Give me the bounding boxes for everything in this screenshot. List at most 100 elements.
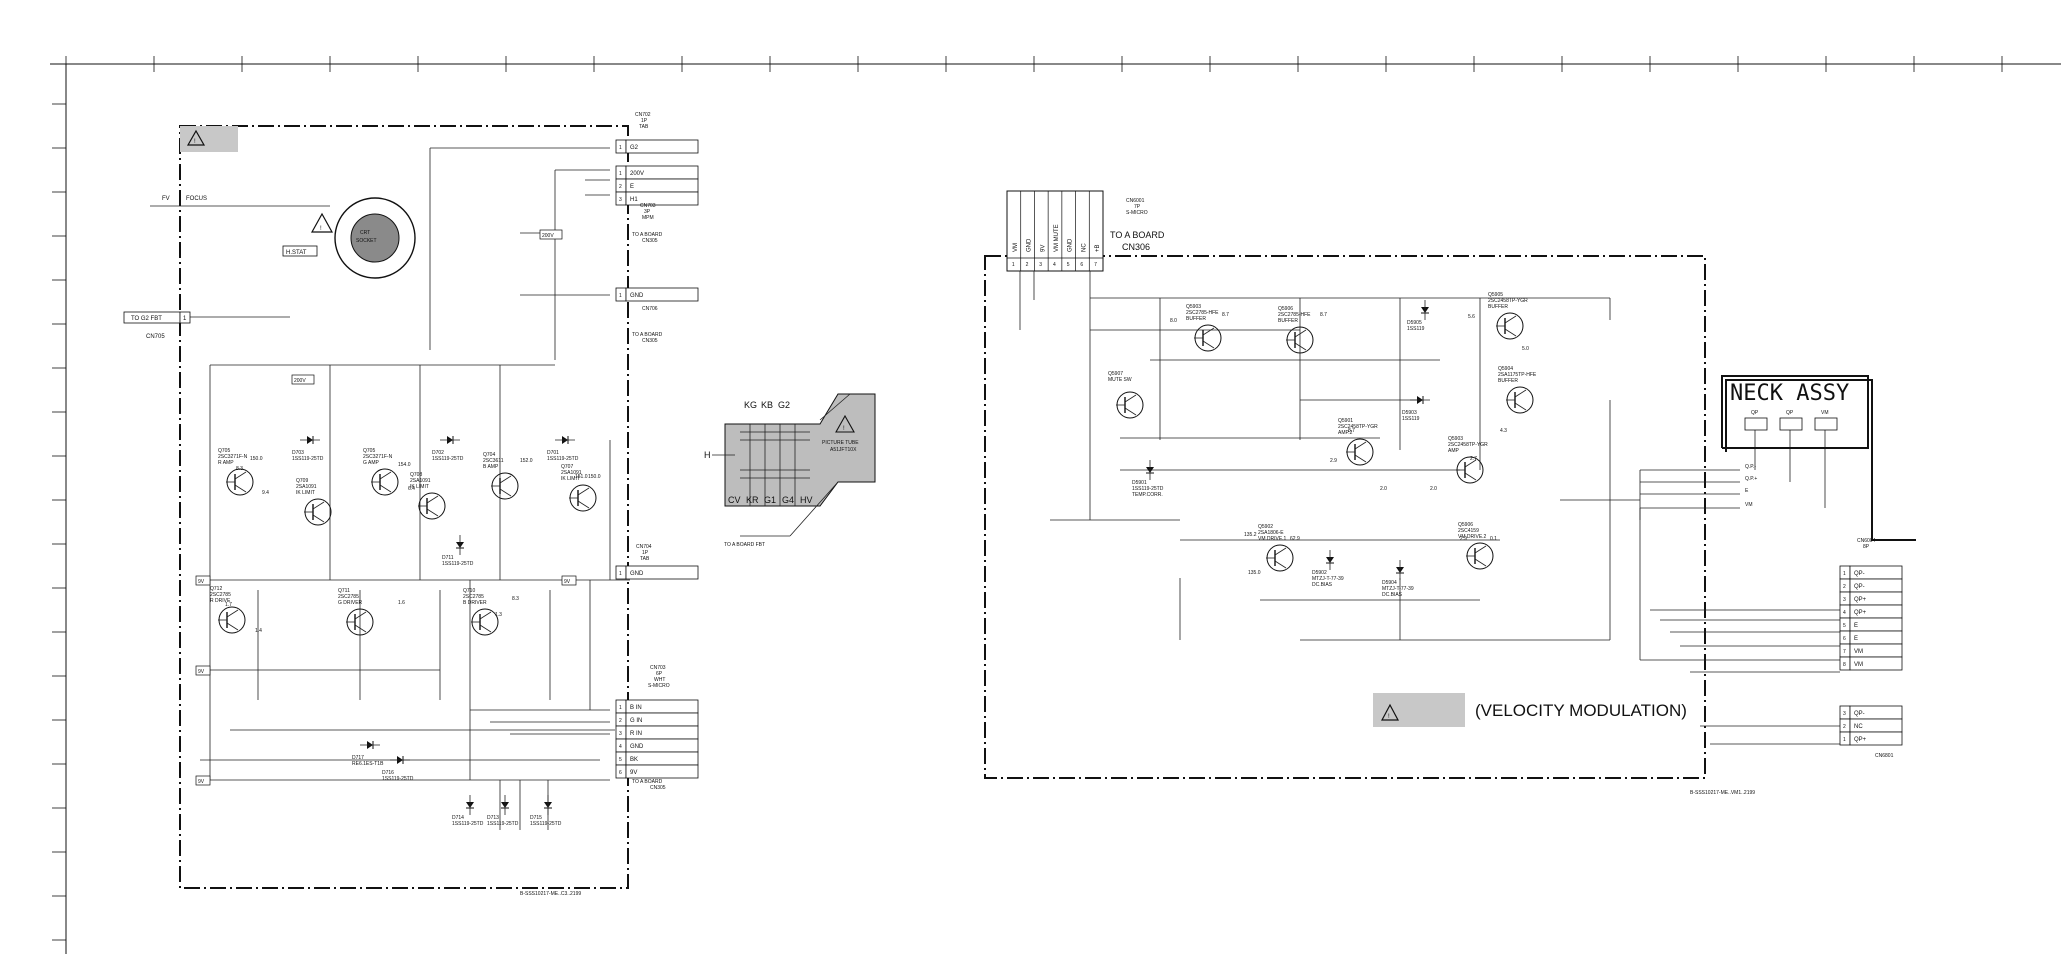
focus-label: FOCUS xyxy=(186,196,207,202)
warning-triangle-icon: ! xyxy=(1381,703,1399,721)
voltage-reading: 2.0 xyxy=(1380,486,1387,492)
cn703b-pin-label: GND xyxy=(630,744,644,750)
cn703b-pin-number: 2 xyxy=(619,718,622,724)
sheet-ruler xyxy=(50,56,2061,954)
transistor-q5905-label: BUFFER xyxy=(1488,304,1508,310)
to-a-board-cn305b-1: TO A BOARD xyxy=(632,779,663,785)
cn703b-pin-number: 3 xyxy=(619,731,622,737)
cn703-pin-number: 1 xyxy=(619,171,622,177)
rail-9v-label-1: 9V xyxy=(198,579,205,585)
cn6801-pin-label: NC xyxy=(1854,724,1863,730)
voltage-reading: 135.0 xyxy=(1248,570,1261,576)
diode-d715-label: 1SS119-25TD xyxy=(530,821,562,827)
to-a-board-line-2: CN306 xyxy=(1122,242,1150,252)
transistor-q704-label: Q704 xyxy=(483,452,495,458)
voltage-reading: 6.4 xyxy=(408,486,415,492)
cn6001-pin-label: VM xyxy=(1013,243,1019,252)
diode-d5902-label: MTZJ-T-77-39 xyxy=(1312,576,1344,582)
cn703-pin-number: 2 xyxy=(619,184,622,190)
transistor-q705-label: Q705 xyxy=(363,448,375,454)
cn703-pin-label-box xyxy=(625,191,699,206)
to-a-board-cn305-1: TO A BOARD xyxy=(632,232,663,238)
voltage-reading: 5.6 xyxy=(1468,314,1475,320)
transistor-q705-label: 2SC3271F-N xyxy=(363,454,393,460)
cn705-label: CN705 xyxy=(146,334,165,340)
transistor-q709-label: Q709 xyxy=(296,478,308,484)
diode-d702-label: D702 xyxy=(432,450,444,456)
transistor-q712-label: R DRIVE xyxy=(210,598,231,604)
cn6801-pin-number: 1 xyxy=(1843,737,1846,743)
cn6001-pin-number: 3 xyxy=(1039,262,1042,268)
transistor-q705-label: G AMP xyxy=(363,460,380,466)
transistor-q707-label: Q707 xyxy=(561,464,573,470)
diode-d5905-label: D5905 xyxy=(1407,320,1422,326)
vm-warning-box xyxy=(1373,693,1465,727)
transistor-q712-label: Q712 xyxy=(210,586,222,592)
transistor-q5906-label: BUFFER xyxy=(1278,318,1298,324)
diode-d717-label: D717 xyxy=(352,755,364,761)
transistor-q5903-label: BUFFER xyxy=(1186,316,1206,322)
cn6004-pin-number: 5 xyxy=(1843,623,1846,629)
cn6004-pin-number: 3 xyxy=(1843,597,1846,603)
cn702-pin-label: G2 xyxy=(630,145,639,151)
cn6001-line-3: S-MICRO xyxy=(1126,210,1148,216)
cn6004-pin-label: VM xyxy=(1854,649,1863,655)
cn702-pin-number: 1 xyxy=(619,145,622,151)
cn6001-pin-label: VM MUTE xyxy=(1054,224,1060,252)
cn703b-pin-label: 9V xyxy=(630,770,637,776)
cn704-pin-number: 1 xyxy=(619,571,622,577)
hstat-label: H.STAT xyxy=(286,250,307,256)
cn6004-line-2: 8P xyxy=(1863,544,1870,550)
diode-d717-label: RE6.1ES-T1B xyxy=(352,761,384,767)
neck-node-vm: VM xyxy=(1745,502,1753,508)
voltage-reading: 150.0 xyxy=(250,456,263,462)
cn705-pin: 1 xyxy=(183,316,187,322)
cn703-pin-number: 3 xyxy=(619,197,622,203)
diode-d701-label: D701 xyxy=(547,450,559,456)
neck-assy-title: NECK ASSY xyxy=(1730,381,1849,406)
diode-d5902-label: DC.BIAS xyxy=(1312,582,1333,588)
crt-socket: CRT SOCKET xyxy=(334,197,416,279)
cn6001-pin-number: 6 xyxy=(1080,262,1083,268)
cn704-line-3: TAB xyxy=(640,556,650,562)
transistor-q5905-label: Q5905 xyxy=(1488,292,1503,298)
diode-d714-label: 1SS119-25TD xyxy=(452,821,484,827)
cn704-pin-label: GND xyxy=(630,571,644,577)
voltage-reading: 1.6 xyxy=(398,600,405,606)
transistor-q5902-label: VM.DRIVE.1 xyxy=(1258,536,1287,542)
cn703-pin-label: 200V xyxy=(630,171,644,177)
transistor-q5903-label: Q5903 xyxy=(1186,304,1201,310)
transistor-q5905-label: 2SC2458TP-YGR xyxy=(1488,298,1528,304)
svg-text:!: ! xyxy=(843,426,845,432)
crt-g1-label: G1 xyxy=(764,495,776,505)
to-a-board-line-1: TO A BOARD xyxy=(1110,230,1165,240)
voltage-reading: 8.7 xyxy=(1222,312,1229,318)
diode-d5903-label: D5903 xyxy=(1402,410,1417,416)
cn6801-pin-label: QP+ xyxy=(1854,737,1867,743)
cn6001-pin-number: 5 xyxy=(1067,262,1070,268)
cn6004-pin-number: 7 xyxy=(1843,649,1846,655)
cn703-pin-label: H1 xyxy=(630,197,638,203)
transistor-q704-label: 2SC3611 xyxy=(483,458,504,464)
cn6001-pin-label: 9V xyxy=(1040,245,1046,252)
crt-kr-label: KR xyxy=(746,495,759,505)
voltage-reading: 8.3 xyxy=(236,466,243,472)
cn703-line-1: CN703 xyxy=(640,203,656,209)
to-a-board-cn305-2: CN305 xyxy=(642,238,658,244)
voltage-reading: 62.9 xyxy=(1290,536,1300,542)
voltage-reading: 8.7 xyxy=(1348,428,1355,434)
cn703-pin-label-box xyxy=(625,178,699,193)
cn706-pin-label: GND xyxy=(630,293,644,299)
